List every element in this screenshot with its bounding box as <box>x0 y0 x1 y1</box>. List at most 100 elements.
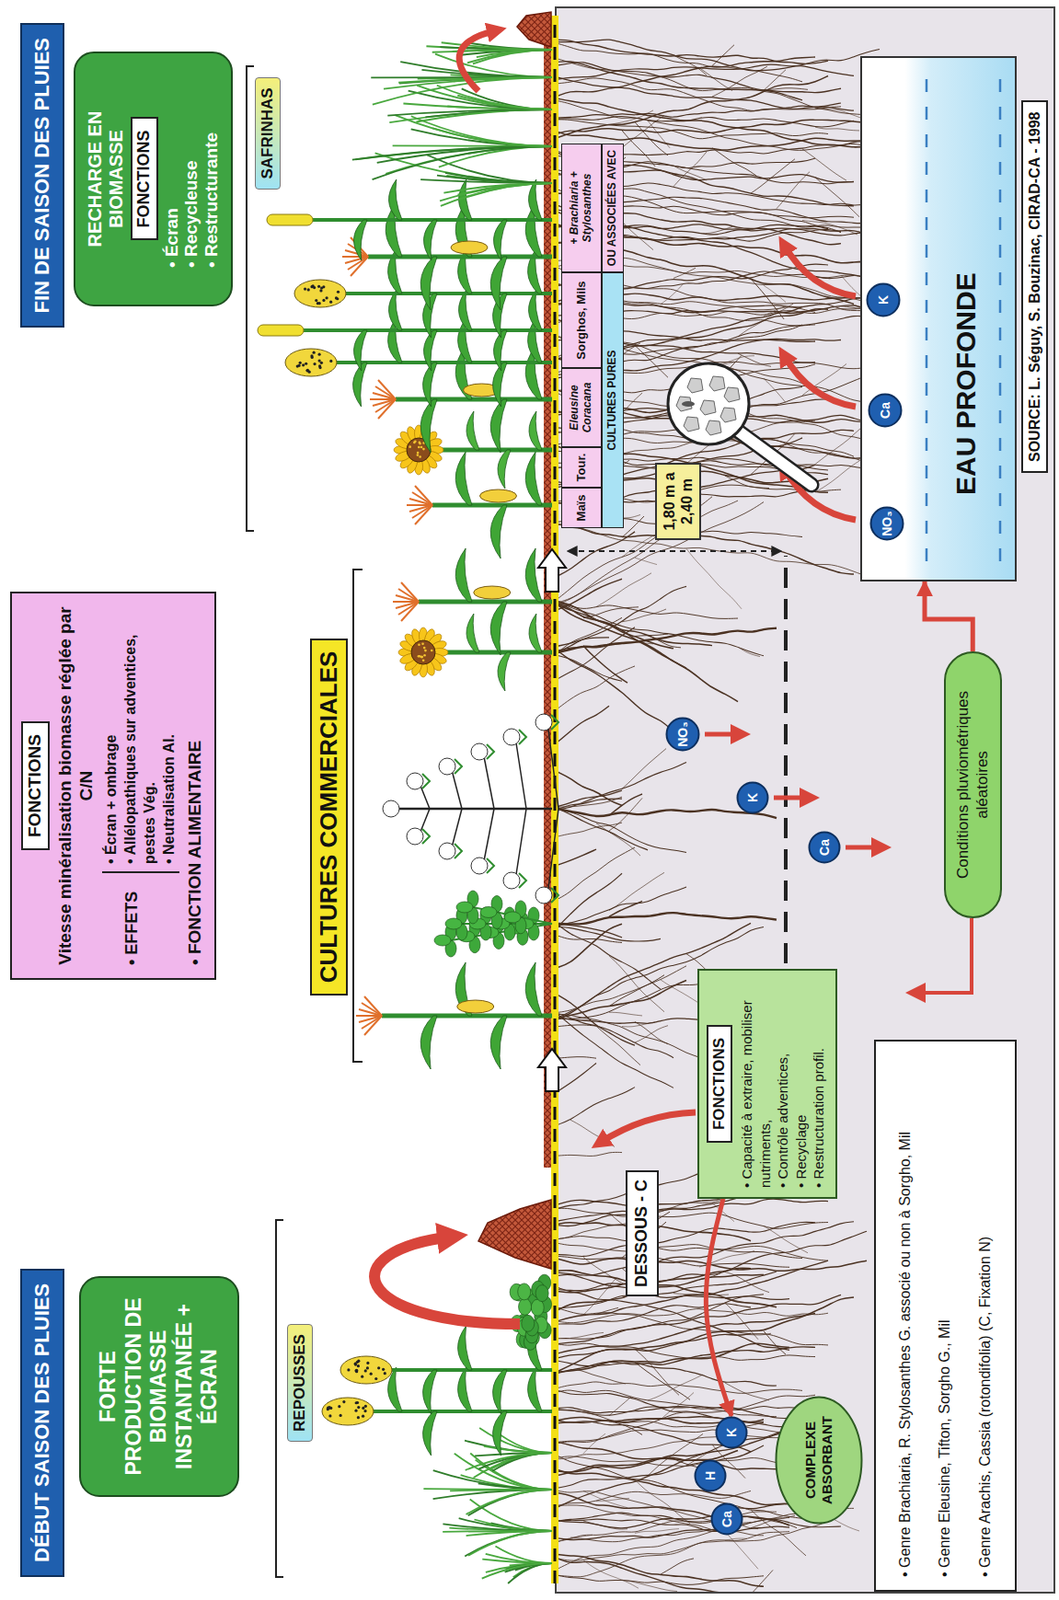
water-dash <box>999 217 1002 231</box>
cotton-plant <box>382 713 559 904</box>
grass-blade <box>454 1453 553 1490</box>
node-text: • Restructurante <box>201 64 222 294</box>
node-text: FONCTIONS <box>130 117 159 242</box>
grass-blade <box>440 183 553 207</box>
bracket <box>276 1220 284 1577</box>
grass-blade <box>457 95 553 110</box>
water-dash <box>999 189 1002 203</box>
grass-blade <box>460 183 553 200</box>
root <box>557 808 648 851</box>
node-text: • Capacité à extraire, mobiliser nutrime… <box>737 979 774 1188</box>
season-banner: FIN DE SAISON DES PLUIES <box>20 23 65 329</box>
leaflet <box>480 906 497 918</box>
root-branch <box>583 1256 628 1286</box>
phase-label: REPOUSSES <box>287 1323 313 1442</box>
seed-dot <box>417 446 421 449</box>
leaf <box>389 289 403 331</box>
leaflet <box>456 901 473 913</box>
root <box>557 1531 790 1562</box>
water-dash <box>925 437 929 451</box>
node-text: • Restructuration profil. <box>809 979 829 1188</box>
root <box>557 1151 622 1156</box>
root-branch <box>763 378 786 403</box>
root <box>557 1260 829 1322</box>
root-branch <box>737 1333 772 1336</box>
root <box>557 1390 816 1429</box>
grass-blade <box>472 49 553 64</box>
branch <box>547 722 559 809</box>
root <box>557 1514 841 1577</box>
seed-dot <box>417 655 421 658</box>
seed-dot <box>329 359 333 363</box>
zone-label: DESSOUS - C <box>625 1170 659 1297</box>
root-branch <box>634 1479 691 1523</box>
seed-dot <box>356 1364 360 1368</box>
root <box>557 531 635 576</box>
leaf <box>490 505 507 559</box>
root <box>557 935 622 944</box>
water-dash <box>925 161 929 175</box>
leaf <box>466 613 480 653</box>
root-branch <box>609 975 665 1007</box>
root <box>557 75 829 138</box>
seed-dot <box>312 351 316 355</box>
water-dash <box>925 217 929 231</box>
cotton-boll <box>471 743 488 760</box>
magnifier-handle <box>738 431 812 485</box>
source-box: SOURCE: L. Séguy, S. Bouzinac, CIRAD-CA … <box>1021 101 1048 474</box>
root <box>557 1221 854 1276</box>
root <box>557 103 841 118</box>
seed-dot <box>360 1375 364 1379</box>
root-branch <box>596 823 641 856</box>
maize-cob <box>457 1000 495 1013</box>
seed-dot <box>381 1368 385 1371</box>
seed-dot <box>354 1369 357 1372</box>
grass-blade <box>465 1452 553 1471</box>
table-cell: Tour. <box>561 447 602 488</box>
rain-arrow <box>915 918 972 993</box>
cotton-boll <box>438 758 456 775</box>
water-dash <box>999 437 1002 451</box>
sorghum-plant <box>294 249 553 338</box>
uptake-arrow <box>783 355 856 407</box>
table-cell: OU ASSOCIÉES AVEC <box>601 143 624 273</box>
water-dash <box>999 244 1002 258</box>
node-text: DÉBUT SAISON DES PLUIES <box>30 1283 55 1563</box>
node-outline-shape <box>695 1461 726 1492</box>
seed-dot <box>413 441 416 445</box>
grass-blade <box>411 128 553 147</box>
maize-plant <box>392 548 553 656</box>
root <box>557 1469 803 1509</box>
node-text: FIN DE SAISON DES PLUIES <box>30 37 55 314</box>
node-text: K <box>745 793 761 803</box>
grass-blade <box>400 61 553 78</box>
biomass-arrow <box>459 30 497 92</box>
connector-arrow <box>705 1198 732 1416</box>
node-text: • Genre Brachiaria, R. Stylosanthes G. a… <box>895 1054 916 1577</box>
root <box>557 1198 829 1226</box>
leaflet <box>535 1285 549 1302</box>
water-dash <box>925 465 929 479</box>
soil-complex-ellipse: COMPLEXE ABSORBANT <box>774 1395 864 1525</box>
leaf <box>497 652 511 691</box>
node-text: • Neutralisation Al. <box>160 606 180 874</box>
seed-dot <box>354 1362 357 1366</box>
water-dash <box>925 244 929 258</box>
sorghum-head <box>322 1397 374 1426</box>
root <box>557 790 622 806</box>
node-text: FONCTIONS <box>706 1024 733 1143</box>
leaflet <box>445 918 462 930</box>
water-dash <box>925 382 929 396</box>
root <box>557 1087 635 1126</box>
grass-blade <box>426 155 553 184</box>
seed-dot <box>356 1415 360 1419</box>
node-outline-shape <box>712 1504 743 1535</box>
seed-dot <box>310 285 313 288</box>
root <box>557 578 622 610</box>
soil-aggregate <box>724 387 740 403</box>
water-dash <box>925 299 929 313</box>
root-branch <box>660 284 683 305</box>
seed-dot <box>337 1404 341 1408</box>
grass-blade <box>411 115 553 147</box>
